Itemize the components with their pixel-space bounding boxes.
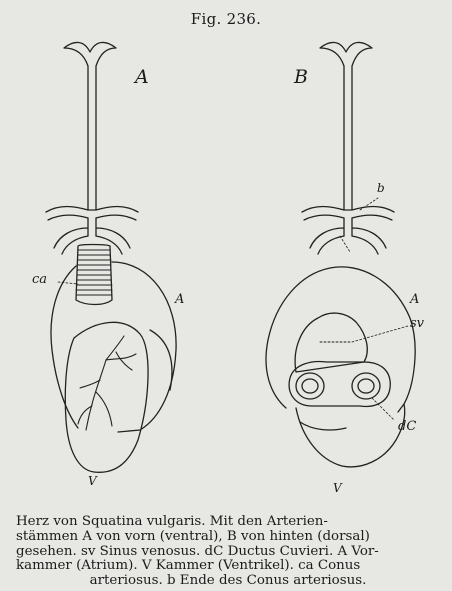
coronary-vessels	[78, 336, 136, 430]
heart-illustration	[0, 0, 452, 520]
heart-ventral-view	[46, 42, 176, 472]
ventricle-left	[65, 322, 148, 472]
label-ductus-cuvieri: dC	[398, 419, 416, 434]
atrium-right	[266, 267, 415, 412]
ductus-cuvieri-opening-left	[296, 373, 324, 399]
label-sinus-venosus: sv	[410, 316, 424, 331]
label-panel-b: B	[294, 66, 308, 88]
conus-arteriosus-left	[76, 245, 112, 305]
caption-line-4: kammer (Atrium). V Kammer (Ventrikel). c…	[16, 559, 440, 574]
caption-line-3: gesehen. sv Sinus venosus. dC Ductus Cuv…	[16, 545, 440, 560]
label-atrium-right: A	[410, 292, 419, 307]
label-end-of-conus: b	[377, 181, 385, 195]
label-panel-a: A	[135, 66, 149, 88]
artery-trunk-fork-left	[64, 42, 116, 210]
ductus-cuvieri-body	[289, 362, 390, 407]
branchial-arteries-upper-left	[46, 207, 138, 213]
ventricle-right	[296, 404, 405, 467]
label-ventricle-right: V	[333, 481, 342, 495]
ductus-cuvieri-opening-right	[352, 373, 380, 399]
label-atrium-left: A	[175, 292, 184, 307]
label-ca: ca	[32, 272, 47, 287]
heart-dorsal-view	[266, 42, 415, 466]
atrium-left	[51, 262, 176, 432]
artery-trunk-fork-right	[320, 42, 372, 210]
figure-caption: Herz von Squatina vulgaris. Mit den Arte…	[16, 515, 440, 589]
caption-line-1: Herz von Squatina vulgaris. Mit den Arte…	[16, 515, 440, 530]
label-ventricle-left: V	[88, 474, 97, 488]
caption-line-2: stämmen A von vorn (ventral), B von hint…	[16, 530, 440, 545]
caption-line-5: arteriosus. b Ende des Conus arteriosus.	[16, 574, 440, 589]
